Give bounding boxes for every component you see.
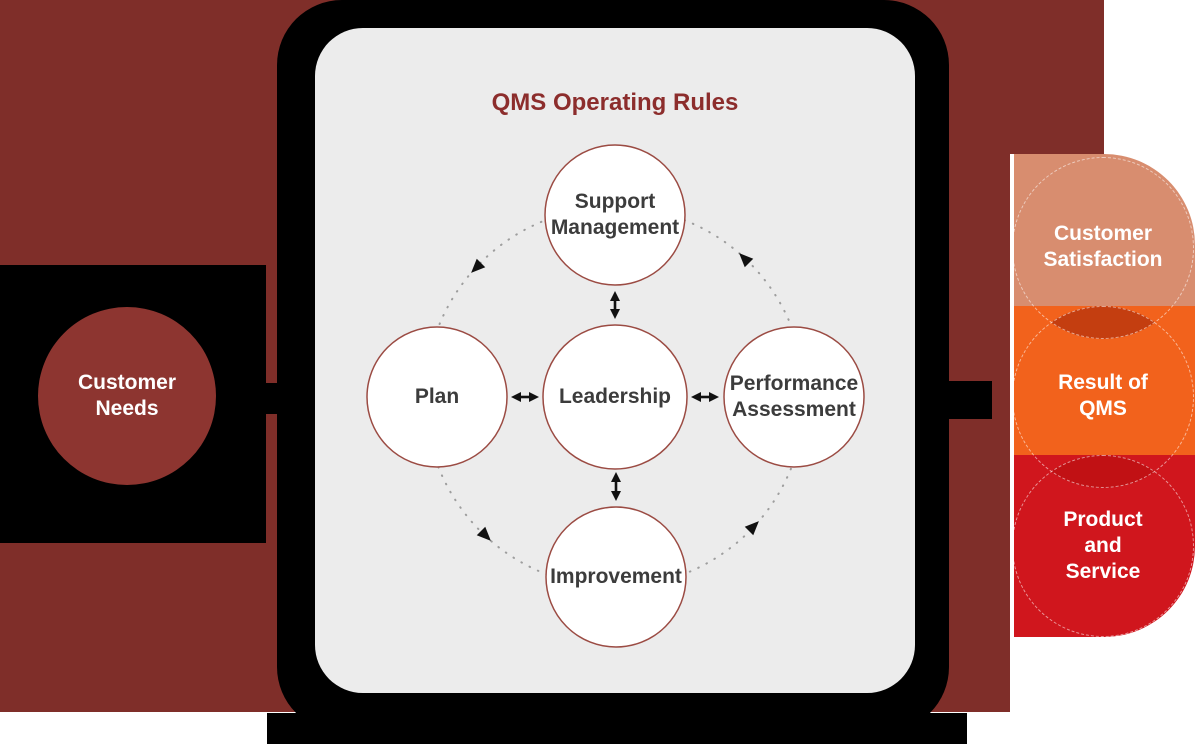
customer-needs-label: Customer Needs (77, 371, 177, 420)
performance-assessment-circle (723, 326, 865, 468)
maroon-background-tab (1010, 0, 1104, 154)
improvement-circle (545, 506, 687, 648)
support-management-circle (544, 144, 686, 286)
improvement-label: Improvement (550, 565, 682, 588)
result-of-qms-label: Result of QMS (1058, 371, 1148, 420)
customer-satisfaction-label: Customer Satisfaction (1043, 222, 1163, 271)
ring-arrow-top-left-icon (471, 258, 486, 273)
ring-arrow-top-right-icon (739, 253, 754, 268)
ring-arrow-bottom-right-icon (744, 521, 759, 536)
performance-assessment-label: Performance Assessment (729, 372, 859, 421)
panel-title: QMS Operating Rules (491, 89, 739, 116)
outcome-bands (1014, 154, 1195, 637)
link-arrows (511, 291, 719, 501)
cycle-diagram (366, 144, 865, 648)
ring-arrowheads (471, 253, 759, 541)
leadership-circle (542, 324, 688, 470)
left-connector (266, 383, 278, 414)
right-connector (948, 381, 992, 419)
node-circles (366, 144, 865, 648)
support-management-label: Support Management (550, 190, 680, 239)
plan-circle (366, 326, 508, 468)
leadership-label: Leadership (558, 385, 672, 408)
plan-label: Plan (414, 385, 460, 408)
customer-needs-circle (38, 307, 216, 485)
dashed-circle-bottom (1014, 455, 1194, 637)
ring-arrow-bottom-left-icon (476, 526, 491, 541)
product-service-label: Product and Service (1063, 508, 1143, 583)
bottom-bar (267, 713, 967, 744)
